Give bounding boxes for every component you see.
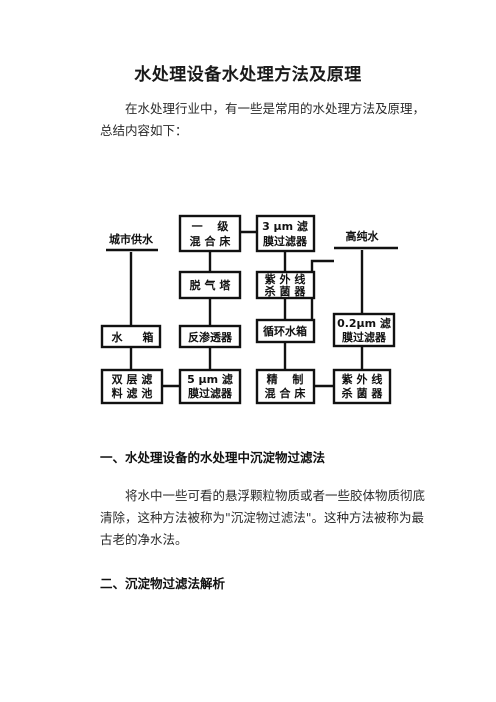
page-title: 水处理设备水处理方法及原理 [134, 65, 362, 85]
section-1-paragraph: 将水中一些可看的悬浮颗粒物质或者一些胶体物质彻底清除，这种方法被称为"沉淀物过滤… [100, 488, 426, 547]
polishing-mixed-bed-line-1: 精 制 [267, 372, 304, 386]
water-tank-char-2: 箱 [143, 330, 154, 344]
section-1-heading: 一、水处理设备的水处理中沉淀物过滤法 [100, 450, 326, 465]
city-water-label: 城市供水 [109, 232, 154, 246]
intro-paragraph: 在水处理行业中，有一些是常用的水处理方法及原理，总结内容如下： [100, 101, 426, 138]
line-return-loop [310, 259, 334, 333]
filter-5um-line-2: 膜过滤器 [188, 386, 233, 400]
section-2-heading: 二、沉淀物过滤法解析 [100, 576, 226, 591]
circulating-tank-label: 循环水箱 [263, 324, 307, 338]
box-dual-filter [100, 368, 164, 405]
primary-mixed-bed-line-1: 一 级 [192, 219, 230, 233]
high-purity-water-label: 高纯水 [346, 229, 380, 243]
water-treatment-flow-diagram: 城市供水 高纯水 水 箱 双 层 滤 料 滤 池 5 μm 滤 膜过滤器 反渗透… [100, 214, 398, 405]
box-polishing-mixed-bed [255, 368, 316, 405]
filter-3um-line-1: 3 μm 滤 [262, 219, 308, 233]
uv-sterilizer-2-line-1: 紫 外 线 [342, 372, 383, 386]
box-degasser [178, 270, 242, 300]
filter-5um-line-1: 5 μm 滤 [187, 372, 233, 386]
dual-filter-line-1: 双 层 滤 [112, 372, 153, 386]
box-circulating-tank [255, 318, 316, 344]
filter-3um-line-2: 膜过滤器 [263, 234, 308, 248]
box-water-tank [100, 324, 162, 349]
filter-02um-line-1: 0.2μm 滤 [337, 316, 391, 330]
degasser-label: 脱 气 塔 [190, 278, 232, 292]
polishing-mixed-bed-line-2: 混 合 床 [265, 386, 307, 400]
box-uv-sterilizer-1 [255, 270, 316, 300]
box-02um-filter [332, 312, 396, 348]
uv-sterilizer-1-line-1: 紫 外 线 [265, 272, 306, 286]
box-uv-sterilizer-2 [332, 368, 392, 405]
uv-sterilizer-1-line-2: 杀 菌 器 [265, 284, 307, 298]
filter-02um-line-2: 膜过滤器 [342, 330, 387, 344]
box-primary-mixed-bed [178, 214, 242, 253]
box-3um-filter [255, 214, 316, 253]
water-tank-char-1: 水 [112, 330, 124, 344]
uv-sterilizer-2-line-2: 杀 菌 器 [342, 386, 384, 400]
box-reverse-osmosis [178, 324, 242, 349]
box-5um-filter [178, 368, 242, 405]
primary-mixed-bed-line-2: 混 合 床 [190, 234, 232, 248]
dual-filter-line-2: 料 滤 池 [112, 386, 153, 400]
reverse-osmosis-label: 反渗透器 [188, 330, 233, 344]
